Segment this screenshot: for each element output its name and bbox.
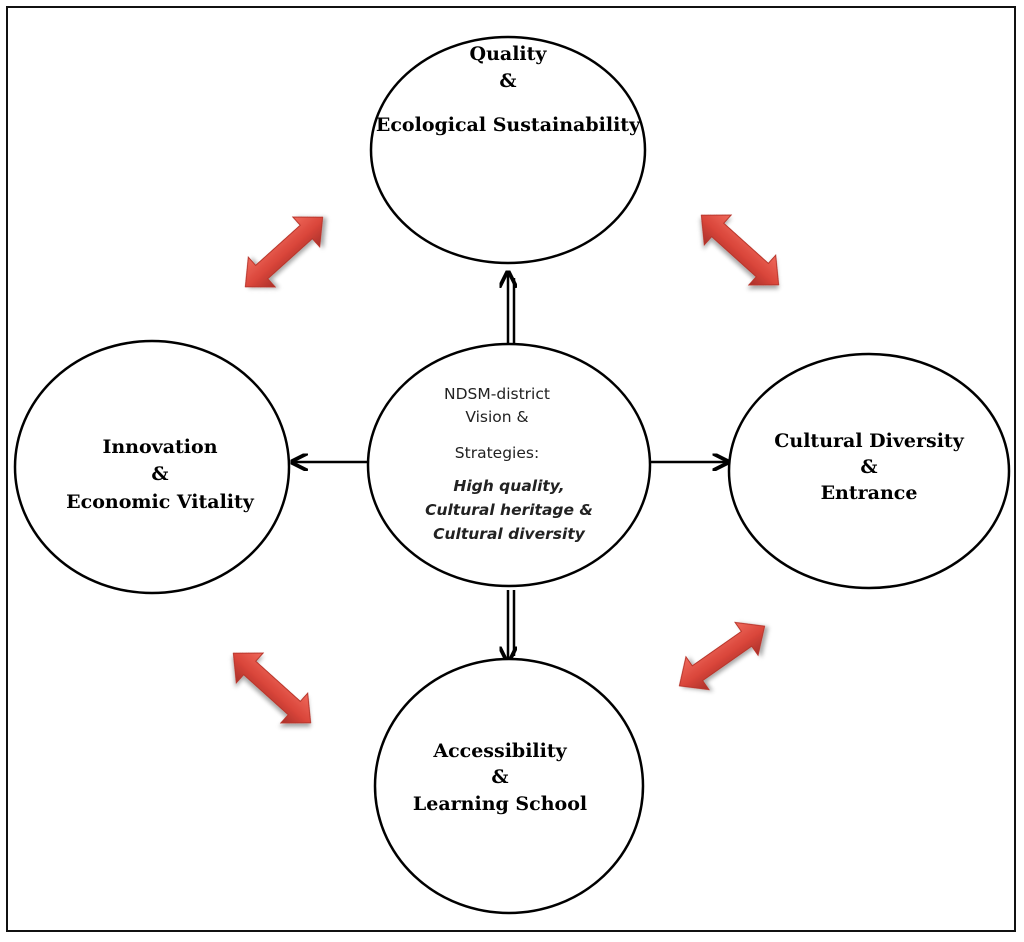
node-top-circle [369, 35, 647, 265]
node-right-label: Cultural Diversity & Entrance [774, 430, 964, 504]
center-label: NDSM-district Vision & Strategies: High … [425, 385, 593, 543]
svg-text:Accessibility: Accessibility [432, 740, 567, 762]
node-bottom-label: Accessibility & Learning School [413, 740, 587, 815]
double-arrow-top-left-icon [231, 201, 337, 303]
svg-text:NDSM-district: NDSM-district [444, 385, 550, 403]
svg-text:&: & [491, 766, 508, 788]
connector-top [508, 272, 514, 345]
svg-text:Ecological Sustainability: Ecological Sustainability [376, 114, 641, 136]
node-top-label: Quality & Ecological Sustainability [376, 43, 641, 136]
svg-text:Vision &: Vision & [465, 408, 528, 426]
svg-text:Cultural Diversity: Cultural Diversity [774, 430, 964, 452]
svg-text:Innovation: Innovation [102, 436, 217, 458]
double-arrow-bottom-left-icon [219, 637, 325, 739]
svg-text:Strategies:: Strategies: [455, 444, 539, 462]
svg-text:Learning School: Learning School [413, 793, 587, 815]
svg-text:&: & [151, 463, 168, 485]
center-circle [366, 342, 652, 588]
svg-text:Cultural heritage &: Cultural heritage & [425, 501, 593, 519]
svg-text:&: & [499, 70, 516, 92]
node-bottom-circle [373, 657, 645, 915]
svg-text:High quality,: High quality, [453, 477, 564, 495]
svg-text:Entrance: Entrance [821, 482, 918, 504]
svg-text:Economic Vitality: Economic Vitality [66, 491, 255, 513]
node-left-label: Innovation & Economic Vitality [66, 436, 255, 513]
double-arrow-top-right-icon [687, 199, 793, 301]
svg-text:&: & [860, 456, 877, 478]
svg-text:Quality: Quality [470, 43, 548, 65]
node-left-circle [13, 339, 291, 595]
node-right-circle [727, 352, 1011, 590]
connector-bottom [508, 590, 514, 662]
svg-text:Cultural diversity: Cultural diversity [433, 525, 586, 543]
double-arrow-bottom-right-icon [667, 609, 777, 703]
